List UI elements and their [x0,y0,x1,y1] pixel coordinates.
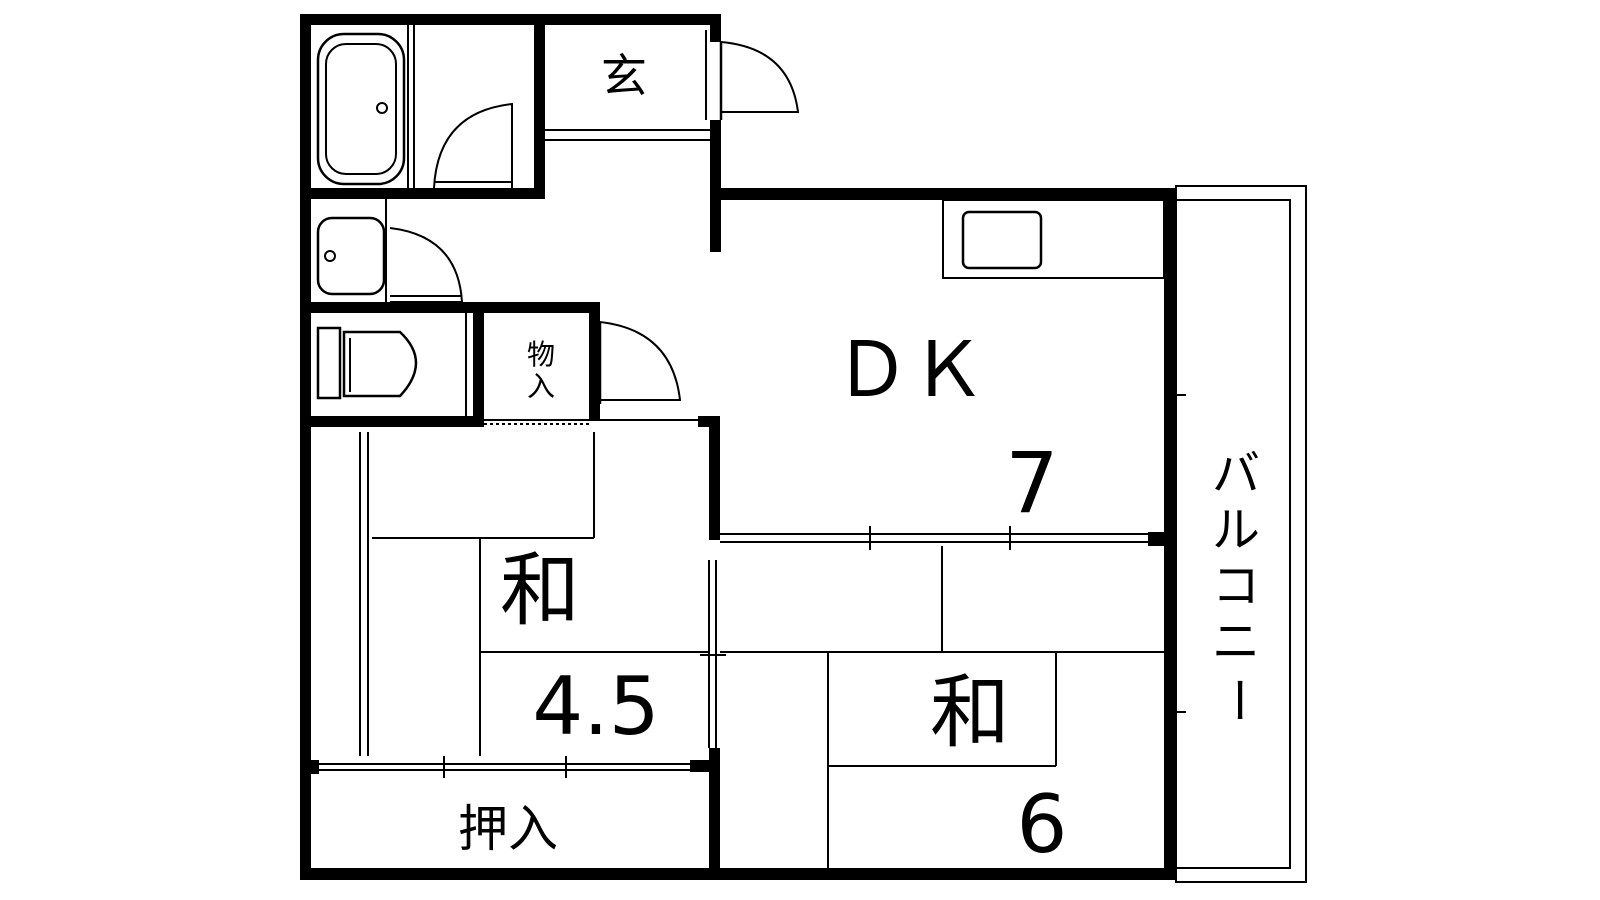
wall-washitsu-dk [709,416,720,540]
closet-label: 押入 [458,800,558,858]
balcony-char-5: ー [1210,676,1266,724]
fixtures [311,25,1307,883]
wall-toilet-bottom [300,416,484,427]
balcony-char-4: ニ [1212,614,1260,670]
washitsu-small-size: 4.5 [532,660,659,753]
walls [300,14,1176,880]
bath-door-swing [433,102,513,189]
wall-outer-left [300,14,311,880]
balcony-char-1: バ [1212,446,1260,502]
wall-washroom-bottom [300,302,600,313]
wall-bath-bottom [300,188,545,199]
entrance-door-swing [720,41,800,113]
wall-washitsu-divider-bottom [709,748,720,880]
balcony-char-2: ル [1212,502,1260,558]
storage-label-2: 入 [527,370,555,403]
labels: 玄 ＤＫ 7 物 入 和 4.5 和 6 押入 バ ル コ ニ ー [458,49,1266,871]
storage-door-swing [599,321,682,401]
balcony-inner [1175,199,1291,869]
dk-label: ＤＫ [834,325,986,414]
washroom-door-swing [389,227,464,303]
balcony-char-3: コ [1212,558,1260,614]
washitsu-small-label: 和 [500,544,580,637]
washbasin-tap [324,250,336,262]
washbasin [316,216,386,296]
closet-stub-left [311,760,319,774]
wall-outer-bottom [300,868,1176,880]
wall-storage-left [473,302,484,420]
wall-top [300,14,720,25]
entrance-label: 玄 [601,49,647,103]
wall-entrance-right [710,120,721,252]
bathtub-drain [376,102,388,114]
storage-label-1: 物 [527,338,555,371]
kitchen-sink [961,210,1043,270]
toilet-tank [316,326,342,400]
washitsu-large-label: 和 [930,666,1010,759]
wall-entrance-right-top [710,14,721,42]
dk-size: 7 [1005,434,1058,532]
wall-divider-stub-right [1148,532,1176,546]
washitsu-large-size: 6 [1017,778,1068,871]
toilet-bowl [342,330,418,398]
wall-dk-top [710,188,1176,200]
wall-storage-right [589,302,600,420]
wall-closet-stub [690,760,720,772]
bathtub-outer [316,32,406,186]
wall-bath-right [534,14,545,199]
kitchen-counter [942,199,1165,279]
bathtub-inner [325,43,397,175]
